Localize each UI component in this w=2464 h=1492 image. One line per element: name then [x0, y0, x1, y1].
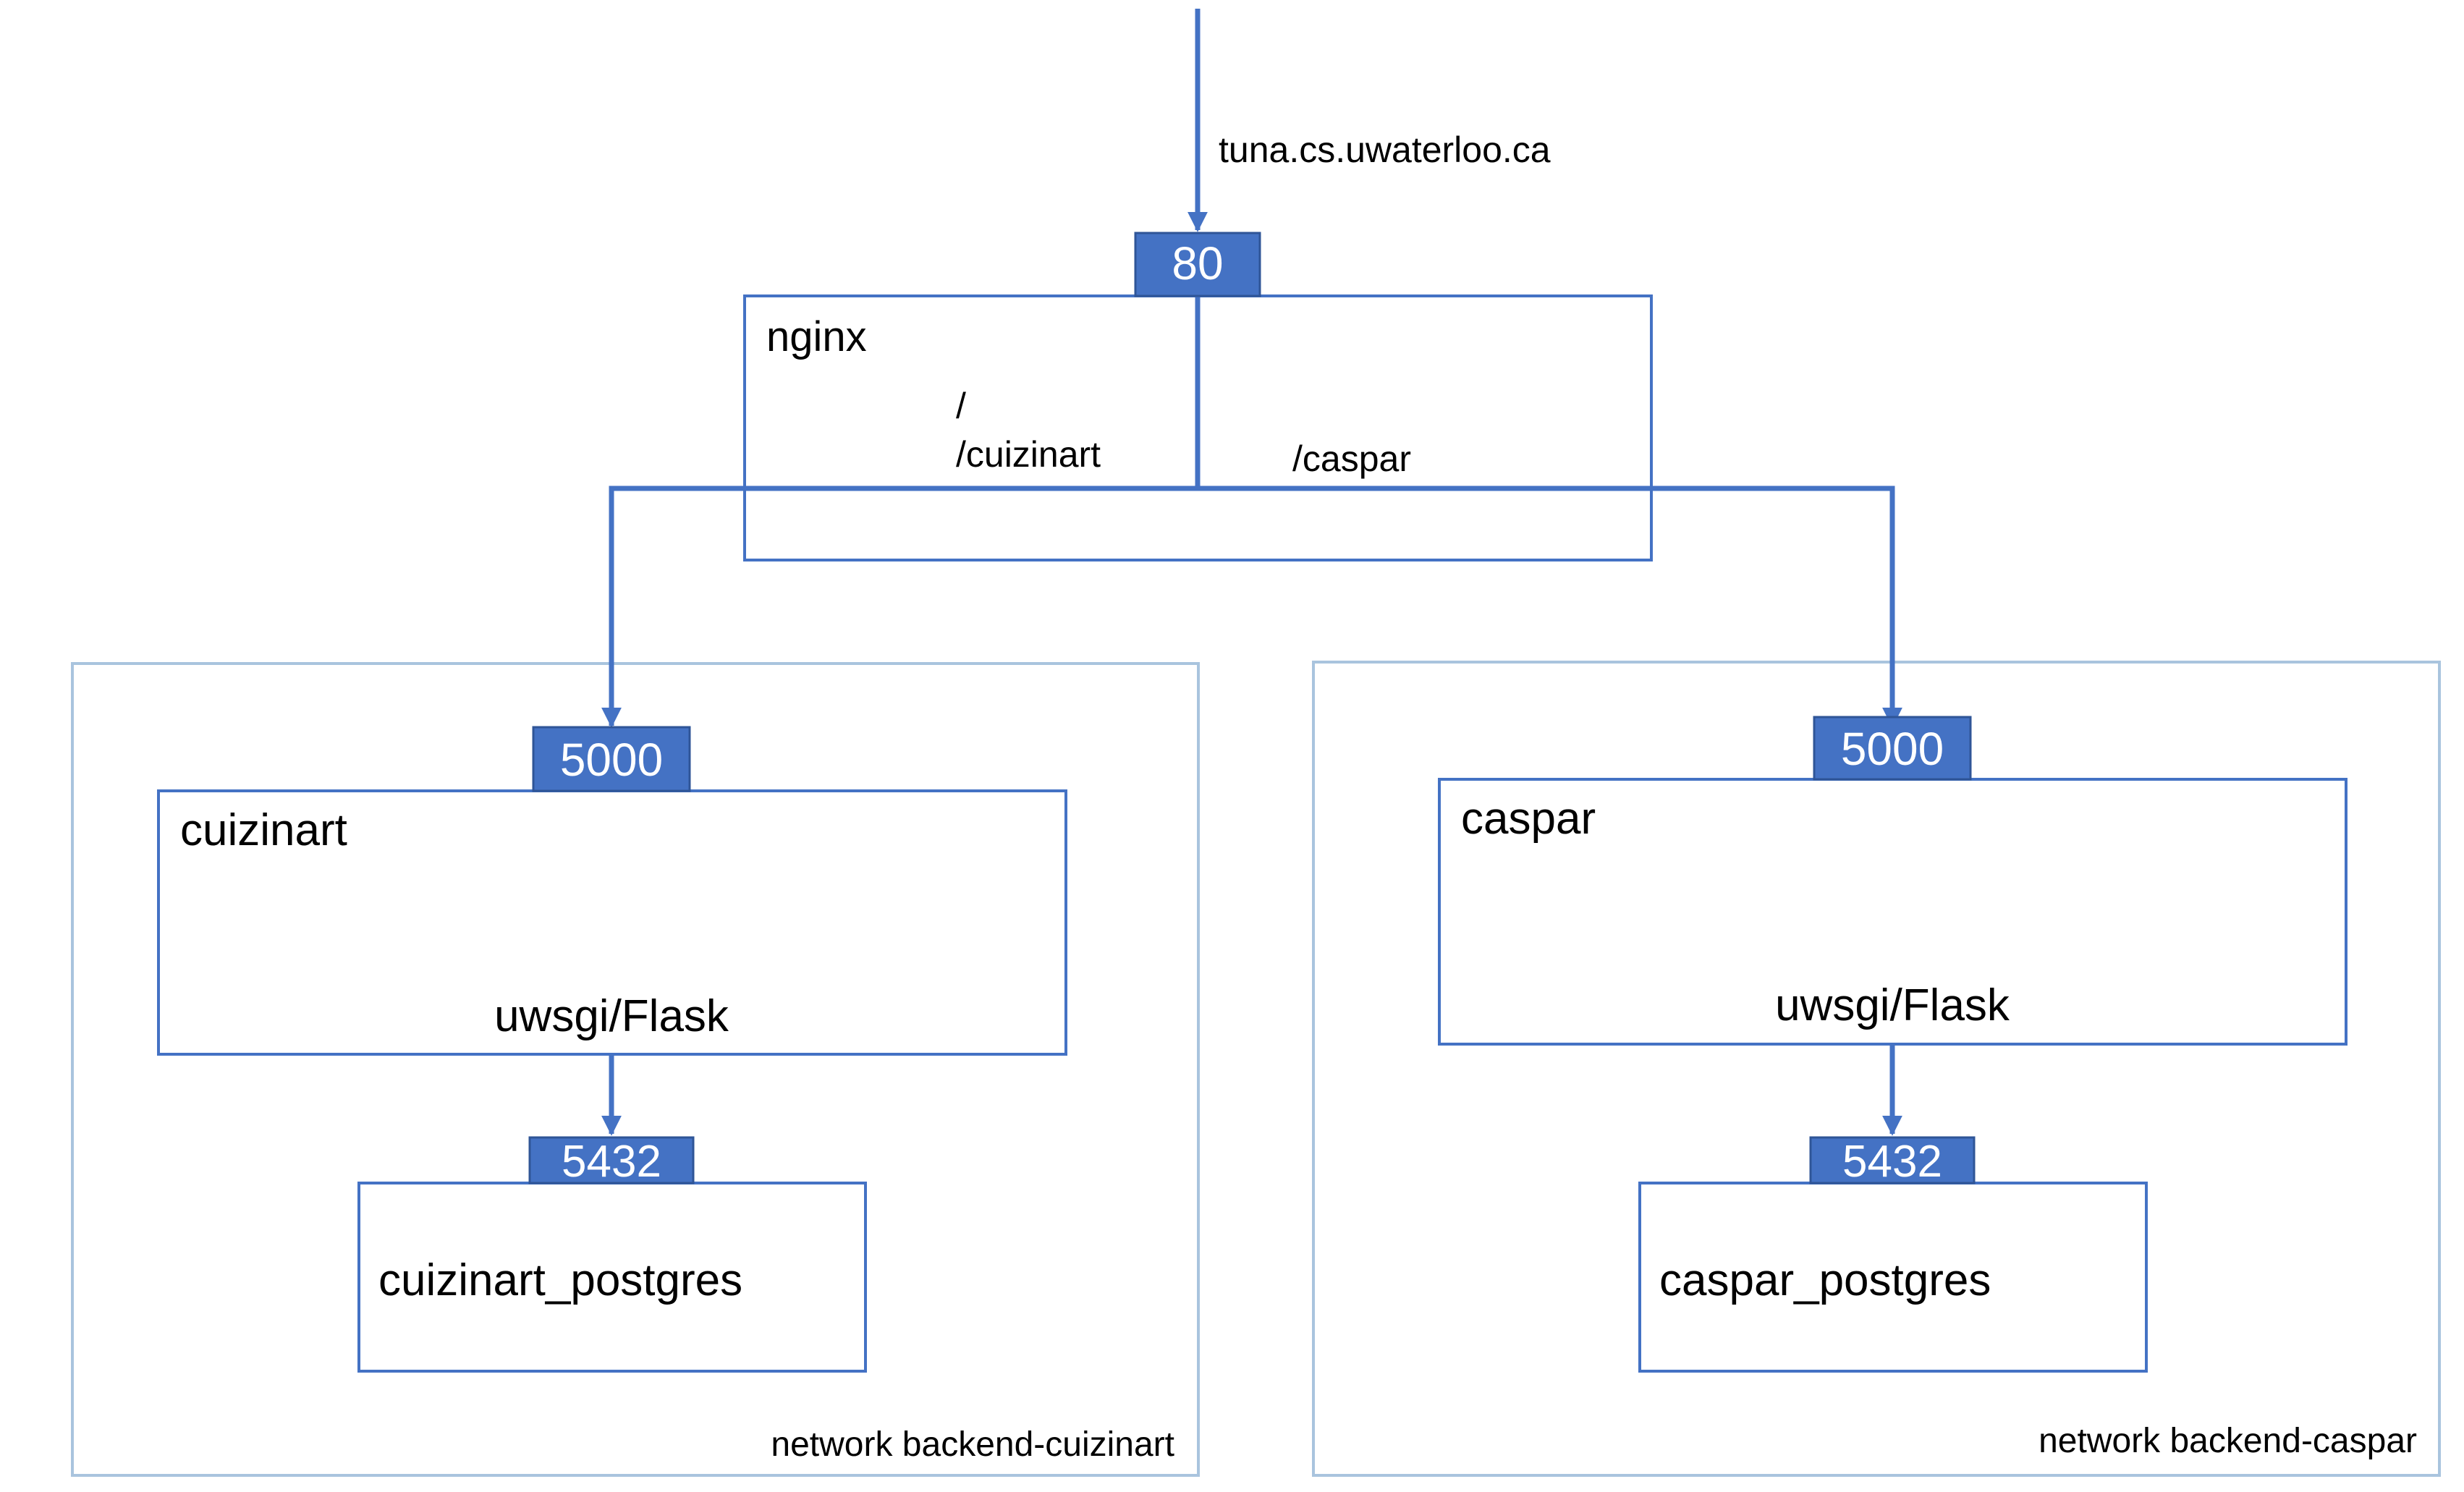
caspar-title: caspar: [1461, 794, 1596, 844]
nginx-route-root: /: [956, 386, 966, 426]
cuizinart-runtime: uwsgi/Flask: [494, 991, 729, 1041]
nginx-route-cuizinart: /cuizinart: [956, 434, 1101, 475]
cuizinart-title: cuizinart: [180, 805, 347, 855]
caspar-runtime: uwsgi/Flask: [1775, 980, 2010, 1030]
route-cuizinart-connector: [601, 486, 1198, 728]
cuizinart-postgres-name: cuizinart_postgres: [378, 1255, 742, 1305]
network-backend-caspar-box: [1312, 661, 2441, 1477]
nginx-port-badge: 80: [1134, 232, 1261, 297]
cuizinart-db-port-badge: 5432: [528, 1136, 695, 1187]
cuizinart-port-label: 5000: [560, 734, 663, 786]
caspar-box: [1438, 778, 2347, 1046]
incoming-host-label: tuna.cs.uwaterloo.ca: [1219, 130, 1551, 170]
network-backend-cuizinart-box: [71, 662, 1200, 1477]
nginx-title: nginx: [766, 313, 867, 360]
nginx-route-caspar: /caspar: [1292, 438, 1411, 479]
cuizinart-port-badge: 5000: [532, 726, 691, 792]
caspar-db-port-label: 5432: [1842, 1137, 1942, 1187]
caspar-postgres-name: caspar_postgres: [1659, 1255, 1991, 1305]
route-caspar-connector: [1198, 486, 1902, 728]
cuizinart-network-label: network backend-cuizinart: [771, 1425, 1174, 1464]
caspar-network-label: network backend-caspar: [2038, 1422, 2417, 1460]
caspar-port-badge: 5000: [1813, 716, 1972, 781]
caspar-port-label: 5000: [1841, 723, 1944, 775]
cuizinart-db-port-label: 5432: [562, 1137, 661, 1187]
caspar-postgres-box: [1638, 1182, 2148, 1373]
cuizinart-postgres-box: [357, 1182, 867, 1373]
nginx-port-label: 80: [1172, 237, 1223, 289]
caspar-db-port-badge: 5432: [1809, 1136, 1976, 1187]
